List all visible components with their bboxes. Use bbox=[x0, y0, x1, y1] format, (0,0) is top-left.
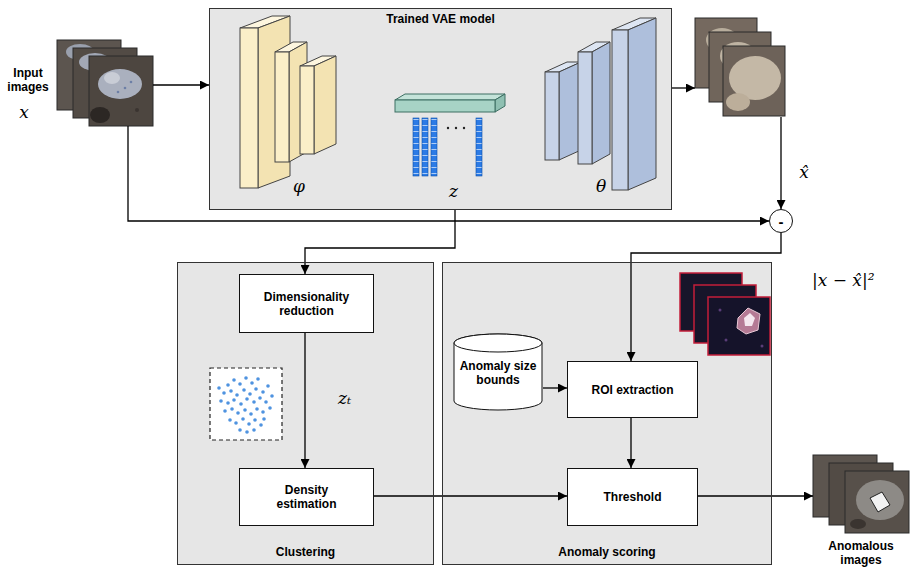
connector-arrow bbox=[672, 87, 695, 88]
math-symbol: x̂ bbox=[793, 162, 815, 182]
connector-arrow bbox=[780, 117, 781, 209]
latent-code bbox=[395, 94, 505, 176]
box-label: ROI extraction bbox=[591, 383, 673, 397]
decoder-symbol: θ bbox=[596, 176, 606, 196]
connector-arrow bbox=[304, 333, 305, 468]
connector-arrow bbox=[698, 495, 813, 496]
decoder-layers bbox=[545, 18, 656, 190]
latent-scatter bbox=[210, 368, 282, 440]
connector-arrow bbox=[543, 387, 567, 388]
anomalous-image-stack bbox=[813, 455, 909, 533]
math-symbol: x bbox=[15, 102, 33, 122]
connector-arrow bbox=[631, 233, 781, 361]
error-map-stack bbox=[680, 273, 770, 355]
image-caption: Input images bbox=[5, 66, 51, 94]
subtract-circle: - bbox=[769, 209, 793, 233]
encoder-layers bbox=[240, 16, 336, 188]
panel-title: Anomaly scoring bbox=[443, 545, 771, 559]
connector-arrow bbox=[153, 84, 209, 85]
group-panel: Clustering Dimensionality reductionDensit… bbox=[177, 262, 434, 565]
latent-symbol: z bbox=[449, 181, 458, 201]
operator-sign: - bbox=[779, 214, 784, 229]
connector-arrow bbox=[374, 495, 567, 496]
box-label: Density estimation bbox=[257, 483, 357, 511]
image-stack: x̂ bbox=[695, 18, 785, 117]
group-panel: Anomaly scoring Anomaly size boundsROI ex… bbox=[442, 262, 772, 565]
input-image-stack bbox=[57, 40, 153, 126]
connector-arrow bbox=[128, 126, 769, 221]
connector-arrow bbox=[630, 418, 631, 468]
process-box: Threshold bbox=[567, 468, 698, 526]
image-stack: Anomalous images bbox=[813, 455, 909, 533]
process-box: ROI extraction bbox=[567, 361, 698, 418]
box-label: Threshold bbox=[603, 490, 661, 504]
store-label: Anomaly size bounds bbox=[455, 359, 541, 387]
encoder-symbol: φ bbox=[293, 176, 305, 196]
process-box: Density estimation bbox=[239, 468, 374, 526]
panel-title: Trained VAE model bbox=[210, 12, 671, 26]
image-stack: Input imagesx bbox=[57, 40, 153, 126]
database-cylinder: Anomaly size bounds bbox=[453, 333, 543, 411]
process-box: Dimensionality reduction bbox=[239, 274, 374, 333]
output-image-stack bbox=[695, 18, 785, 116]
connector-arrow bbox=[305, 210, 455, 274]
reduced-latent-symbol: zₜ bbox=[338, 388, 351, 408]
error-formula: |x − x̂|² bbox=[812, 270, 875, 290]
image-caption: Anomalous images bbox=[821, 539, 901, 567]
box-label: Dimensionality reduction bbox=[257, 290, 357, 318]
panel-title: Clustering bbox=[178, 545, 433, 559]
